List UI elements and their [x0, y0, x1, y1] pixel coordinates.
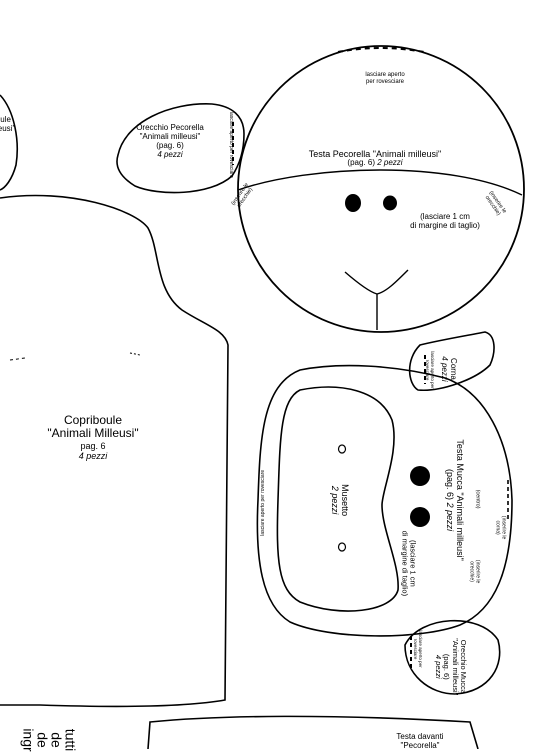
- cow-head-margin-note: (lasciare 1 cm di margine di taglio): [400, 513, 417, 613]
- copriboule-title: Copriboule: [63, 413, 123, 427]
- sheep-head-title: Testa Pecorella "Animali milleusi": [308, 149, 442, 159]
- cow-head-margin-1: (lasciare 1 cm: [408, 540, 418, 587]
- bottom-text-3: de: [34, 732, 51, 748]
- copriboule-subtitle: "Animali Milleusi": [47, 426, 139, 441]
- copriboule-label: Copriboule "Animali Milleusi" pag. 6 4 p…: [18, 413, 168, 461]
- horns-note: lasciare aperto per rovesciare: [425, 351, 436, 389]
- horns-title: Corna: [448, 358, 458, 380]
- sheep-head-top-note-2: per rovesciare: [365, 78, 404, 85]
- cow-head-count: 2 pezzi: [445, 502, 455, 532]
- front-head-subtitle: "Pecorella": [400, 740, 440, 750]
- sheep-head-outline: [237, 45, 525, 333]
- cow-ear-title: Orecchio Mucca: [458, 639, 468, 694]
- sheep-eye-right: [383, 195, 397, 211]
- muzzle-count: 2 pezzi: [330, 485, 340, 515]
- cow-insert-horns: (inserire le corna): [494, 515, 507, 540]
- cow-head-label: Testa Mucca "Animali milleusi" (pag. 6) …: [445, 425, 465, 575]
- sheep-ear-label: Orecchio Pecorella "Animali milleusi" (p…: [125, 123, 215, 160]
- sheep-ear-open-note: lasciare aperto per rovesciare: [227, 111, 234, 178]
- sheep-head-label: Testa Pecorella "Animali milleusi" (pag.…: [290, 149, 460, 168]
- front-head-label: Testa davanti "Pecorella": [370, 732, 470, 751]
- cow-head-outline: [256, 364, 513, 637]
- sheep-head-top-note: lasciare aperto per rovesciare: [340, 72, 430, 85]
- sheep-ear-subtitle: "Animali milleusi": [139, 131, 201, 141]
- cow-ear-count: 4 pezzi: [433, 654, 443, 679]
- sheep-head-margin-2: di margine di taglio): [410, 220, 480, 230]
- sheep-ear-title: Orecchio Pecorella: [136, 123, 204, 132]
- cow-insert-horns-1: (inserire le: [500, 515, 507, 540]
- cow-ear-label: Orecchio Mucca "Animali milleusi" (pag. …: [433, 627, 468, 707]
- sheep-head-count: 2 pezzi: [377, 158, 403, 168]
- cow-head-title: Testa Mucca "Animali milleusi": [455, 439, 466, 561]
- sheep-head-margin-note: (lasciare 1 cm di margine di taglio): [390, 212, 500, 231]
- cow-eye-top: [410, 466, 430, 486]
- copriboule-mark-1: [9, 357, 26, 361]
- copriboule-page: pag. 6: [80, 440, 106, 451]
- cow-eye-bottom: [410, 507, 430, 527]
- front-head-title: Testa davanti: [396, 732, 444, 741]
- front-head-outline: [147, 715, 479, 749]
- sheep-mouth: [344, 269, 409, 295]
- cow-head-page: (pag. 6): [445, 469, 455, 501]
- sheep-head-top-note-1: lasciare aperto: [365, 72, 405, 78]
- cow-ear-page: (pag. 6): [442, 653, 451, 680]
- sheep-ear-count: 4 pezzi: [157, 149, 183, 159]
- horns-count: 4 pezzi: [440, 356, 449, 382]
- muzzle-label: Musetto 2 pezzi: [330, 470, 350, 530]
- sheep-ear-page: (pag. 6): [156, 140, 184, 150]
- sheep-face-line: [237, 169, 523, 196]
- cow-ear-subtitle: "Animali milleusi": [450, 638, 460, 696]
- horns-outline: [408, 331, 495, 391]
- horns-label: Corna 4 pezzi: [439, 349, 458, 389]
- sheep-head-page: (pag. 6): [347, 158, 375, 168]
- muzzle-nostril-top: [337, 444, 347, 454]
- cow-head-center: (centro): [474, 489, 481, 509]
- bottom-text-4: ingr: [20, 728, 37, 752]
- cow-insert-ears: (inserire le orecchie): [468, 559, 481, 584]
- cow-head-margin-2: di margine di taglio): [400, 530, 409, 597]
- left-partial-piece-outline: [0, 94, 19, 191]
- cow-ear-note: lasciare aperto per rovesciare: [413, 630, 424, 668]
- bottom-partial-text: tutti de de ingr: [20, 728, 79, 752]
- muzzle-title: Musetto: [340, 484, 351, 517]
- copriboule-outline: [0, 194, 229, 708]
- left-fragment-line1: ule: [0, 115, 11, 124]
- sheep-eye-left: [345, 194, 361, 212]
- cow-insert-ears-2: orecchie): [468, 561, 475, 582]
- cow-ear-outline: [404, 619, 501, 695]
- sheep-head-margin-1: (lasciare 1 cm: [420, 212, 470, 221]
- muzzle-outline: [276, 386, 399, 612]
- muzzle-nostril-bottom: [337, 542, 347, 552]
- copriboule-mark-2: [129, 352, 141, 356]
- left-fragment-label: ule leusi": [0, 115, 16, 134]
- cow-insert-ears-1: (inserire le: [474, 559, 481, 584]
- bottom-text-1: tutti: [62, 728, 79, 752]
- left-fragment-line2: leusi": [0, 123, 16, 133]
- bottom-text-2: de: [48, 732, 65, 748]
- copriboule-count: 4 pezzi: [78, 450, 108, 461]
- copriboule-side-note: lasciare aperto per rovesciare: [260, 469, 267, 536]
